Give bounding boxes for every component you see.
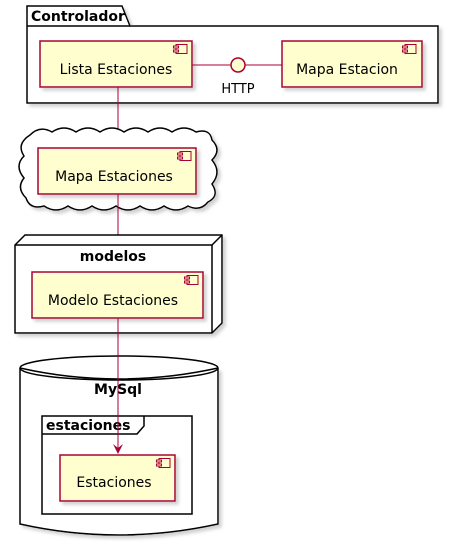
- component-icon: [156, 458, 171, 468]
- interface-lollipop-icon: [230, 57, 246, 73]
- component-lista-estaciones[interactable]: Lista Estaciones: [39, 40, 193, 88]
- interface-http-label: HTTP: [221, 82, 254, 97]
- frame-estaciones-label: estaciones: [46, 418, 130, 434]
- component-label: Mapa Estacion: [296, 62, 398, 78]
- component-mapa-estacion[interactable]: Mapa Estacion: [281, 40, 423, 88]
- component-label: Modelo Estaciones: [48, 293, 178, 309]
- component-mapa-estaciones[interactable]: Mapa Estaciones: [37, 147, 197, 195]
- component-label: Estaciones: [76, 475, 151, 491]
- node-modelos-label: modelos: [80, 249, 146, 265]
- component-estaciones[interactable]: Estaciones: [59, 454, 176, 502]
- component-icon: [177, 151, 192, 161]
- component-modelo-estaciones[interactable]: Modelo Estaciones: [31, 271, 204, 319]
- interface-http: HTTP: [192, 57, 282, 97]
- component-icon: [184, 275, 199, 285]
- package-controlador-label: Controlador: [31, 9, 125, 25]
- component-label: Lista Estaciones: [60, 62, 173, 78]
- component-label: Mapa Estaciones: [55, 169, 173, 185]
- component-icon: [402, 44, 417, 54]
- component-icon: [173, 44, 188, 54]
